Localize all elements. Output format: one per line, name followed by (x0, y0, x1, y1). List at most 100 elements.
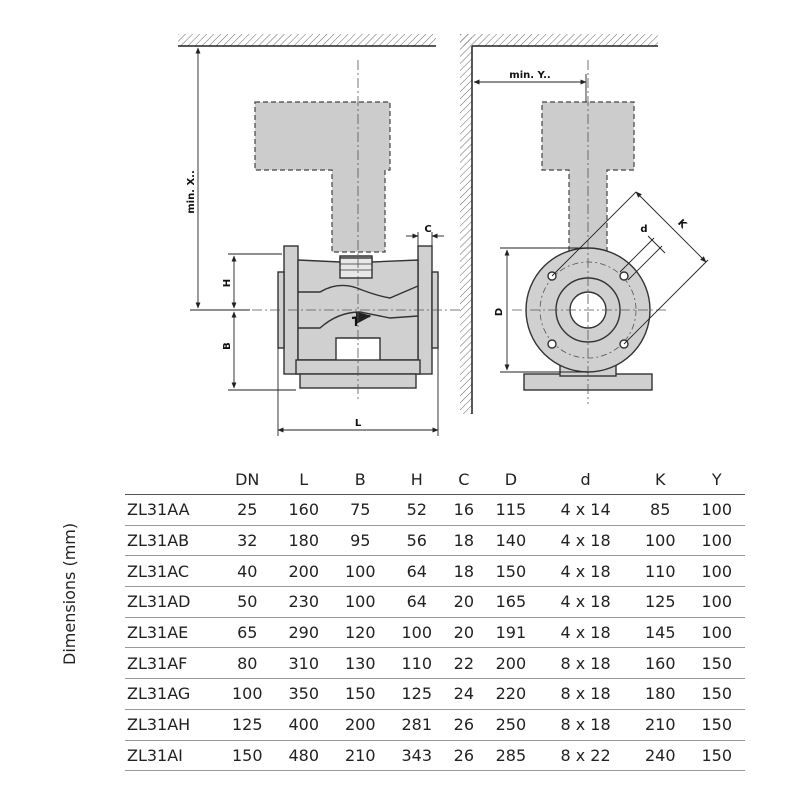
value-cell: 24 (445, 678, 483, 710)
model-cell: ZL31AE (125, 617, 219, 649)
model-cell: ZL31AD (125, 586, 219, 618)
value-cell: 120 (332, 617, 389, 649)
value-cell: 125 (388, 678, 445, 710)
value-cell: 100 (388, 617, 445, 649)
value-cell: 130 (332, 647, 389, 680)
label-min-y: min. Y.. (509, 70, 550, 81)
model-cell: ZL31AB (125, 525, 219, 557)
header-cell (125, 464, 219, 495)
value-cell: 165 (482, 586, 540, 618)
value-cell: 64 (388, 555, 445, 588)
value-cell: 8 x 18 (539, 647, 632, 680)
value-cell: 191 (482, 617, 540, 649)
label-l: L (355, 418, 362, 429)
value-cell: 125 (631, 586, 689, 618)
value-cell: 22 (445, 647, 483, 680)
left-actuator (254, 101, 391, 253)
valve-dimension-drawing: min. X.. H B C L min. Y.. D d K (178, 34, 709, 436)
right-dimension-lines (473, 74, 709, 373)
value-cell: 18 (445, 525, 483, 557)
value-cell: 285 (482, 740, 540, 772)
value-cell: 145 (631, 617, 689, 649)
value-cell: 210 (631, 709, 689, 741)
value-cell: 4 x 18 (539, 617, 632, 649)
value-cell: 150 (688, 678, 745, 710)
header-cell: d (539, 464, 632, 495)
value-cell: 100 (688, 555, 745, 588)
header-cell: B (332, 464, 389, 495)
header-cell: L (275, 464, 332, 495)
value-cell: 4 x 14 (539, 494, 632, 526)
left-ceiling (178, 34, 436, 47)
value-cell: 150 (688, 740, 745, 772)
value-cell: 180 (275, 525, 332, 557)
header-cell: C (445, 464, 483, 495)
right-ceiling-wall (460, 34, 658, 414)
value-cell: 343 (388, 740, 445, 772)
value-cell: 8 x 18 (539, 678, 632, 710)
value-cell: 200 (482, 647, 540, 680)
value-cell: 56 (388, 525, 445, 557)
value-cell: 32 (219, 525, 276, 557)
label-d-upper: D (494, 308, 505, 316)
value-cell: 160 (275, 494, 332, 526)
value-cell: 40 (219, 555, 276, 588)
left-centerlines (234, 60, 460, 400)
right-centerlines (512, 60, 668, 404)
label-b: B (222, 342, 233, 350)
value-cell: 480 (275, 740, 332, 772)
header-cell: K (631, 464, 689, 495)
table-header-row: DN L B H C D d K Y (125, 464, 745, 495)
model-cell: ZL31AG (125, 678, 219, 710)
value-cell: 150 (482, 555, 540, 588)
value-cell: 25 (219, 494, 276, 526)
value-cell: 64 (388, 586, 445, 618)
value-cell: 110 (631, 555, 689, 588)
value-cell: 230 (275, 586, 332, 618)
value-cell: 290 (275, 617, 332, 649)
label-k: K (675, 218, 689, 232)
value-cell: 100 (631, 525, 689, 557)
model-cell: ZL31AA (125, 494, 219, 526)
value-cell: 200 (332, 709, 389, 741)
value-cell: 140 (482, 525, 540, 557)
model-cell: ZL31AC (125, 555, 219, 588)
value-cell: 240 (631, 740, 689, 772)
model-cell: ZL31AH (125, 709, 219, 741)
value-cell: 210 (332, 740, 389, 772)
value-cell: 85 (631, 494, 689, 526)
value-cell: 100 (219, 678, 276, 710)
value-cell: 75 (332, 494, 389, 526)
value-cell: 110 (388, 647, 445, 680)
value-cell: 115 (482, 494, 540, 526)
value-cell: 18 (445, 555, 483, 588)
header-cell: DN (219, 464, 276, 495)
dimensions-side-label: Dimensions (mm) (60, 522, 79, 665)
label-d-lower: d (640, 224, 647, 235)
value-cell: 100 (332, 586, 389, 618)
value-cell: 160 (631, 647, 689, 680)
value-cell: 100 (688, 586, 745, 618)
value-cell: 125 (219, 709, 276, 741)
value-cell: 250 (482, 709, 540, 741)
value-cell: 8 x 22 (539, 740, 632, 772)
value-cell: 100 (688, 617, 745, 649)
value-cell: 100 (332, 555, 389, 588)
value-cell: 16 (445, 494, 483, 526)
left-dimension-lines (190, 47, 444, 436)
value-cell: 4 x 18 (539, 555, 632, 588)
value-cell: 50 (219, 586, 276, 618)
header-cell: Y (688, 464, 745, 495)
header-cell: H (388, 464, 445, 495)
value-cell: 52 (388, 494, 445, 526)
model-cell: ZL31AI (125, 740, 219, 772)
value-cell: 26 (445, 709, 483, 741)
model-cell: ZL31AF (125, 647, 219, 680)
